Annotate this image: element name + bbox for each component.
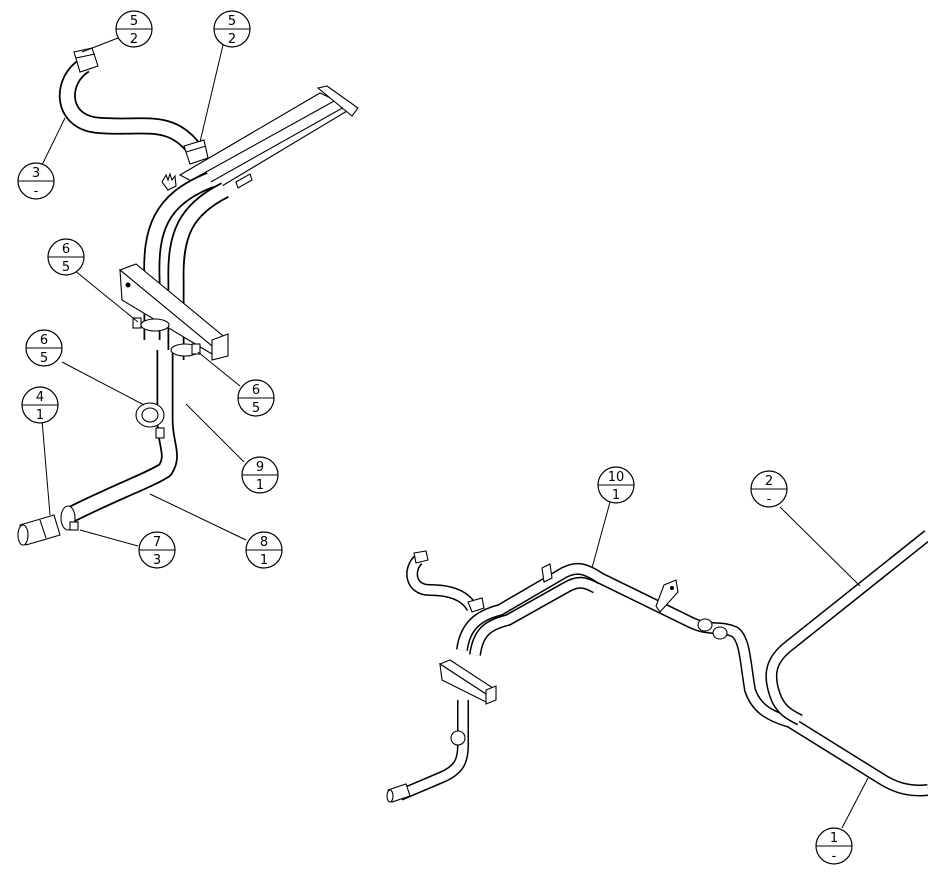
assembly-hose-small	[406, 550, 485, 613]
hose-item-8	[66, 350, 178, 523]
hose-item-3	[58, 57, 202, 156]
balloon-quantity: 5	[252, 401, 260, 416]
balloon-quantity: 1	[256, 478, 264, 493]
bracket	[118, 263, 230, 361]
assembly-hose-item-2	[765, 530, 928, 726]
detail-view	[17, 37, 359, 547]
clamp-item-6-c	[170, 343, 201, 357]
assembly-clamps	[697, 618, 728, 640]
balloon-quantity: 2	[130, 32, 138, 47]
balloon-9-1: 9 1	[241, 456, 279, 494]
balloon-item-number: 3	[32, 166, 40, 181]
balloon-5-2-a: 5 2	[115, 10, 153, 48]
assembly-hose-lower	[386, 700, 469, 803]
balloon-quantity: -	[767, 492, 772, 507]
clamp-item-6-b	[135, 402, 165, 439]
assembly-view	[386, 501, 928, 829]
balloon-quantity: 1	[36, 408, 44, 423]
balloon-quantity: -	[832, 849, 837, 864]
balloon-1: 1 -	[815, 827, 853, 865]
balloon-quantity: 5	[40, 351, 48, 366]
assembly-hose-item-10	[456, 562, 792, 728]
balloon-6-5-c: 6 5	[237, 379, 275, 417]
assembly-tabs	[541, 563, 679, 613]
balloon-quantity: 3	[153, 553, 161, 568]
mounting-rail	[178, 85, 359, 193]
balloon-item-number: 4	[36, 390, 44, 405]
balloon-2: 2 -	[750, 470, 788, 508]
balloon-item-number: 1	[830, 831, 838, 846]
balloon-6-5-b: 6 5	[25, 329, 63, 367]
balloon-6-5-a: 6 5	[47, 238, 85, 276]
balloon-item-number: 6	[252, 383, 260, 398]
clamp-item-6-a	[132, 317, 170, 332]
clamp-item-5-a	[73, 47, 99, 73]
balloon-quantity: 5	[62, 260, 70, 275]
balloon-3: 3 -	[17, 162, 55, 200]
balloon-item-number: 5	[228, 14, 236, 29]
assembly-leader-lines	[591, 501, 869, 829]
balloon-item-number: 2	[765, 474, 773, 489]
hand-cursor-icon	[161, 172, 177, 191]
balloon-item-number: 6	[62, 242, 70, 257]
balloon-5-2-b: 5 2	[213, 10, 251, 48]
balloon-quantity: 1	[260, 553, 268, 568]
leader-lines	[41, 37, 247, 547]
balloon-item-number: 5	[130, 14, 138, 29]
fitting-item-4	[17, 514, 61, 546]
balloon-item-number: 8	[260, 535, 268, 550]
balloon-10-1: 10 1	[597, 466, 635, 504]
balloon-item-number: 6	[40, 333, 48, 348]
balloon-quantity: -	[34, 184, 39, 199]
hose-item-9	[143, 172, 229, 360]
balloon-4-1: 4 1	[21, 386, 59, 424]
balloon-item-number: 10	[608, 470, 625, 485]
clamp-item-7	[60, 505, 79, 531]
balloon-7-3: 7 3	[138, 531, 176, 569]
balloon-item-number: 7	[153, 535, 161, 550]
balloon-quantity: 1	[612, 488, 620, 503]
balloon-8-1: 8 1	[245, 531, 283, 569]
balloon-item-number: 9	[256, 460, 264, 475]
assembly-bracket	[438, 659, 498, 705]
assembly-hose-item-1	[786, 716, 928, 797]
balloon-quantity: 2	[228, 32, 236, 47]
clamp-item-5-b	[183, 139, 209, 165]
